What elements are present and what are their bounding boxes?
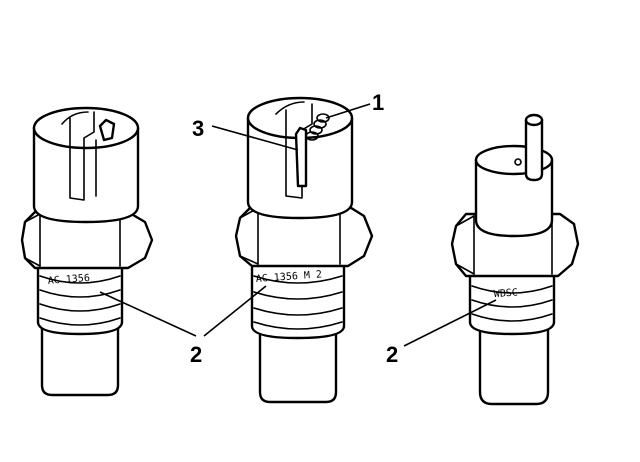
sensor-middle-threads bbox=[250, 258, 346, 340]
callout-2a-label: 2 bbox=[190, 342, 202, 367]
sensor-left-stamp: AC 1356 bbox=[47, 273, 90, 287]
sensor-right-threads bbox=[468, 270, 556, 336]
callout-3-leader bbox=[211, 125, 299, 151]
sensor-middle: AC 1356 M 2 bbox=[234, 96, 374, 404]
callout-2a-leader-left bbox=[99, 291, 197, 337]
callout-1-label: 1 bbox=[372, 90, 384, 115]
callout-3-label: 3 bbox=[192, 116, 204, 141]
callout-1-leader bbox=[325, 103, 371, 119]
terminal-strip bbox=[294, 126, 308, 188]
sensor-right-terminal-pin bbox=[524, 113, 544, 182]
callouts: 1 3 2 2 bbox=[99, 90, 497, 367]
sensor-left-probe bbox=[40, 316, 120, 397]
spring-coil bbox=[305, 113, 330, 141]
sensor-left-threads bbox=[36, 260, 124, 336]
sensor-middle-connector bbox=[246, 96, 354, 220]
sensor-right-probe bbox=[478, 316, 550, 406]
sensor-right-stamp: WBSC bbox=[493, 287, 518, 300]
callout-2a-leader-right bbox=[203, 285, 267, 337]
sensor-left-connector bbox=[32, 106, 140, 224]
sensor-middle-probe bbox=[258, 318, 338, 404]
sensor-right: WBSC bbox=[450, 113, 580, 406]
sensor-middle-stamp: AC 1356 M 2 bbox=[255, 269, 322, 285]
callout-2b-leader bbox=[403, 299, 497, 347]
sensor-left: AC 1356 bbox=[20, 106, 154, 397]
callout-2b-label: 2 bbox=[386, 342, 398, 367]
